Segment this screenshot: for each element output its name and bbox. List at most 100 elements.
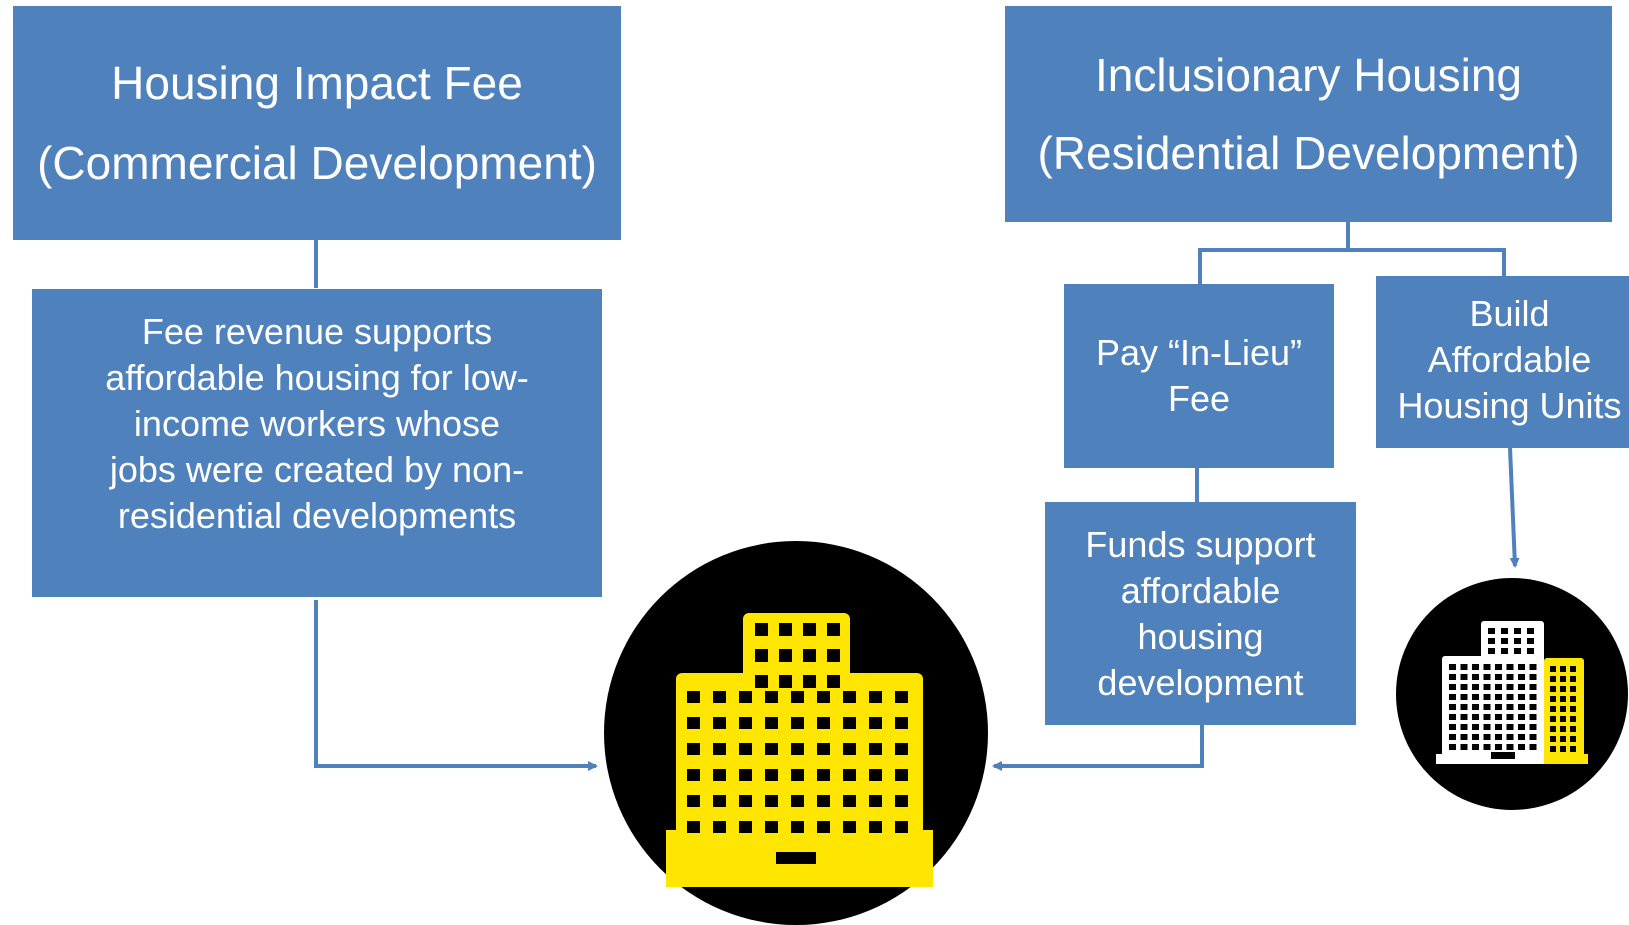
building-window [895, 795, 908, 807]
building-window [803, 649, 816, 662]
building-window [1460, 724, 1468, 730]
building-window [1514, 628, 1521, 634]
building-window [1529, 664, 1537, 670]
building-window [1518, 664, 1525, 670]
building-window [739, 691, 752, 703]
building-window [1550, 686, 1556, 692]
building-window [1506, 744, 1514, 750]
funds-line-1: Funds support [1085, 523, 1316, 565]
building-window [1449, 734, 1456, 740]
yellow-apartment-building-icon [604, 541, 988, 925]
building-window [1460, 664, 1468, 670]
building-window [1550, 666, 1556, 672]
building-window [791, 717, 804, 729]
building-window [1529, 674, 1537, 680]
building-window [895, 769, 908, 781]
building-window [1472, 704, 1479, 710]
building-window [1495, 684, 1502, 690]
building-window [1483, 664, 1491, 670]
building-window [755, 623, 768, 636]
building-window [713, 821, 726, 833]
building-window [765, 691, 778, 703]
building-window [1529, 684, 1537, 690]
building-window [1472, 694, 1479, 700]
building-window [713, 743, 726, 755]
connector-right-split-build [1348, 248, 1506, 276]
building-window [1518, 744, 1525, 750]
building-window [843, 691, 856, 703]
building-window [1460, 694, 1468, 700]
building-window [1488, 628, 1495, 634]
description-line-2: affordable housing for low- [105, 357, 529, 398]
funds-line-3: housing [1137, 615, 1264, 657]
white-and-yellow-building-icon [1396, 578, 1628, 810]
fee-revenue-description-box: Fee revenue supports affordable housing … [32, 289, 602, 597]
building-window [1488, 638, 1495, 644]
building-window [1514, 648, 1521, 654]
building-window [1570, 716, 1576, 722]
building-window [1449, 714, 1456, 720]
building-window [1518, 694, 1525, 700]
building-window [1570, 676, 1576, 682]
building-window [1472, 714, 1479, 720]
building-window [1518, 724, 1525, 730]
building-window [1570, 706, 1576, 712]
building-window [739, 769, 752, 781]
building-window [1495, 704, 1502, 710]
building-window [739, 821, 752, 833]
build-affordable-units-box: Build Affordable Housing Units [1376, 276, 1629, 448]
building-window [1483, 714, 1491, 720]
building-window [713, 691, 726, 703]
building-window [1472, 724, 1479, 730]
arrow-build-to-building [1508, 447, 1520, 568]
building-window [1570, 736, 1576, 742]
building-window [869, 743, 882, 755]
building-window [1483, 744, 1491, 750]
building-window [1460, 734, 1468, 740]
building-window [1449, 684, 1456, 690]
building-window [1570, 696, 1576, 702]
building-window [803, 623, 816, 636]
building-window [803, 675, 816, 688]
building-window [1495, 664, 1502, 670]
building-window [1529, 744, 1537, 750]
housing-impact-fee-subtitle: (Commercial Development) [37, 137, 597, 189]
building-window [765, 795, 778, 807]
building-window [1527, 638, 1534, 644]
building-window [1529, 714, 1537, 720]
building-window [1472, 744, 1479, 750]
building-window [1472, 734, 1479, 740]
building-window [791, 769, 804, 781]
building-window [869, 769, 882, 781]
building-window [1483, 674, 1491, 680]
building-window [1472, 674, 1479, 680]
building-window [1483, 724, 1491, 730]
building-window [843, 769, 856, 781]
building-window [739, 717, 752, 729]
building-window [827, 675, 840, 688]
building-window [1506, 734, 1514, 740]
building-window [687, 717, 700, 729]
building-window [1506, 714, 1514, 720]
arrow-funds-to-building [992, 725, 1204, 771]
building-window [1518, 734, 1525, 740]
building-window [1550, 746, 1556, 752]
building-window [1560, 676, 1566, 682]
building-window [817, 717, 830, 729]
building-window [1560, 746, 1566, 752]
building-window [1449, 674, 1456, 680]
building-window [1560, 716, 1566, 722]
building-window [1506, 664, 1514, 670]
building-window [1514, 638, 1521, 644]
building-window [843, 821, 856, 833]
building-window [1460, 674, 1468, 680]
building-window [1550, 676, 1556, 682]
connector-right-split [1198, 222, 1350, 284]
building-window [895, 717, 908, 729]
building-window [1495, 694, 1502, 700]
description-line-4: jobs were created by non- [109, 449, 525, 490]
building-window [1527, 648, 1534, 654]
building-window [713, 795, 726, 807]
building-window [687, 821, 700, 833]
description-line-1: Fee revenue supports [141, 311, 493, 352]
